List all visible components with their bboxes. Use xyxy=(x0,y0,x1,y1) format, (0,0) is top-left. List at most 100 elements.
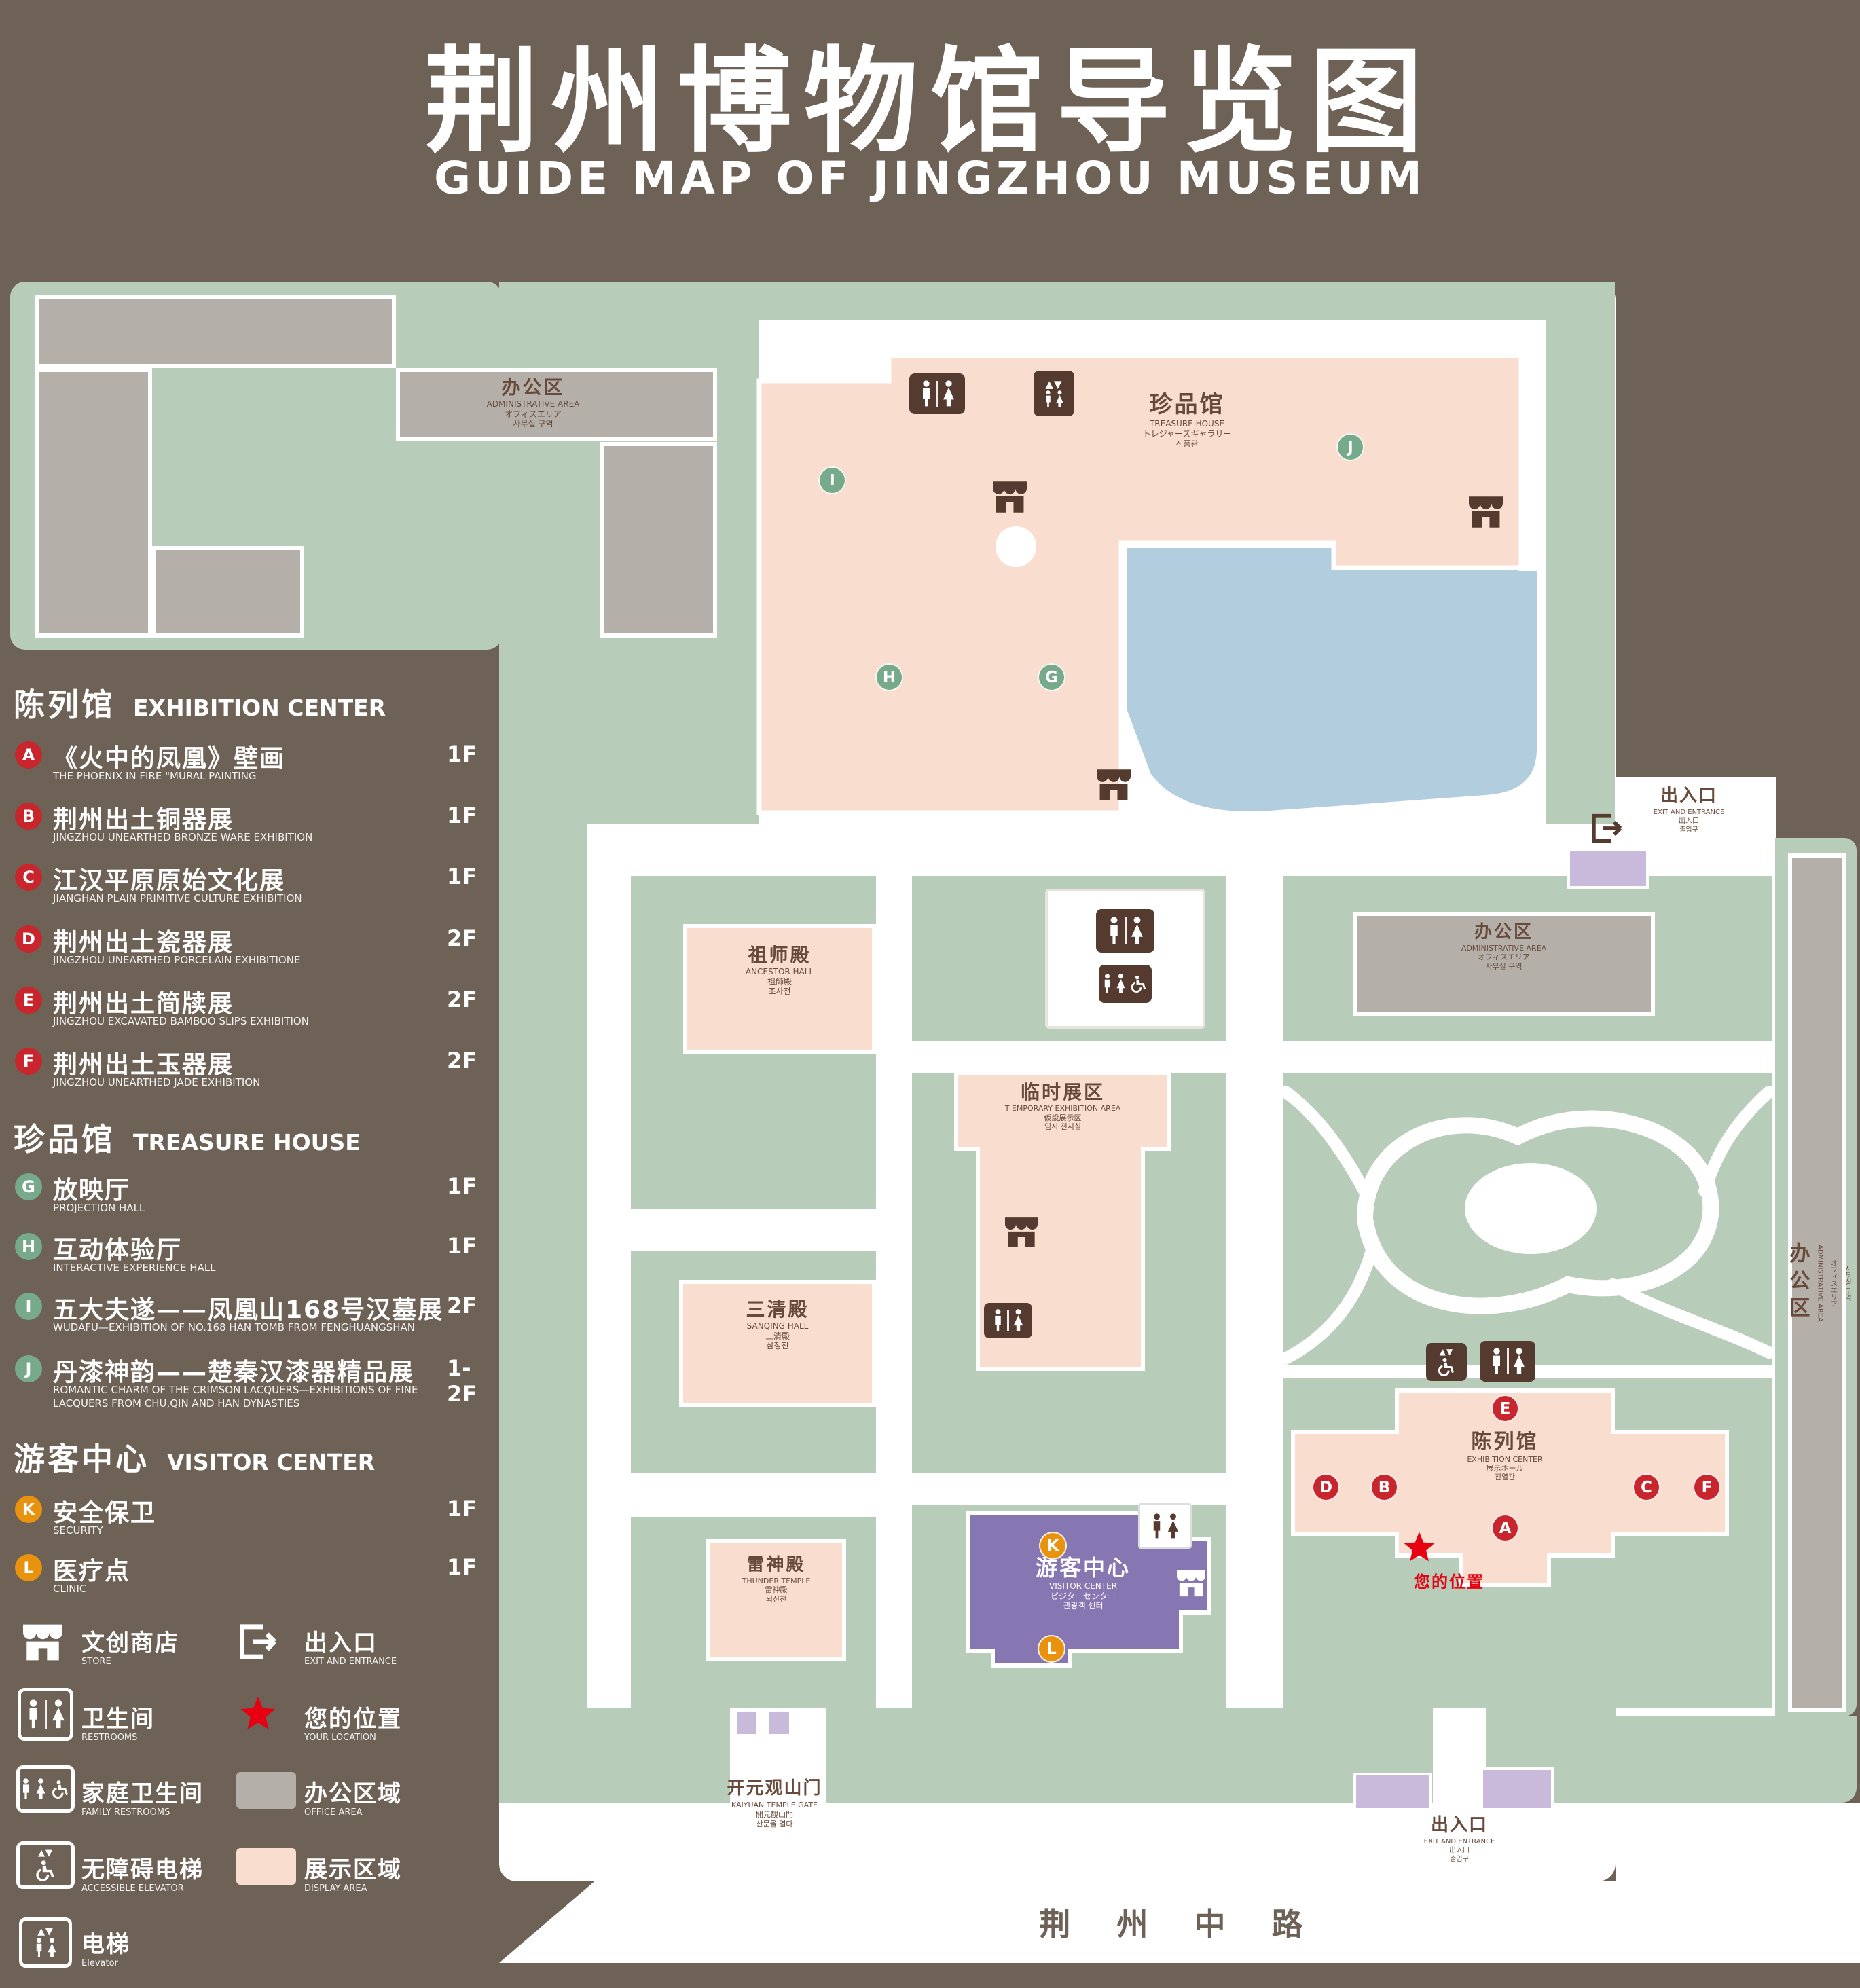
display-area-swatch xyxy=(236,1848,296,1885)
building-entrance-south-1 xyxy=(1353,1773,1432,1811)
ancestor-hall-label: 祖师殿 ANCESTOR HALL 祖師殿 조사전 xyxy=(745,944,814,997)
legend-marker-b: B xyxy=(15,803,42,830)
legend-symbol-office-area: 办公区域 xyxy=(304,1780,402,1807)
divider xyxy=(44,1700,47,1729)
legend-marker-h: H xyxy=(15,1233,42,1260)
legend-marker-j: J xyxy=(15,1355,42,1382)
divider xyxy=(936,381,938,407)
elevator-icon: ▲▼ xyxy=(1034,371,1074,416)
legend-marker-e: E xyxy=(15,987,42,1014)
building-ancestor-hall xyxy=(683,924,876,1054)
legend-marker-c: C xyxy=(15,864,42,891)
zone-south-band-mid xyxy=(826,1708,1433,1803)
family-restrooms-icon xyxy=(16,1765,75,1813)
elevator-icon: ▲▼ xyxy=(19,1917,72,1968)
marker-i: I xyxy=(818,466,846,494)
legend-section-exhibition-center: 陈列馆 EXHIBITION CENTER xyxy=(14,686,386,723)
building-admin-nw xyxy=(35,295,396,368)
admin-far-east-label: 办公区 ADMINISTRATIVE AREA オフィスエリア 사무실 구역 xyxy=(1785,1242,1851,1324)
pond xyxy=(1123,544,1541,816)
marker-l: L xyxy=(1038,1635,1065,1663)
restrooms-icon xyxy=(909,373,965,414)
accessible-elevator-icon: ▲▼ xyxy=(1426,1343,1467,1381)
exit-south-label: 出入口 EXIT AND ENTRANCE 出入口 출입구 xyxy=(1423,1815,1495,1863)
building-gate-kiosk-2 xyxy=(767,1709,792,1737)
page-subtitle: GUIDE MAP OF JINGZHOU MUSEUM xyxy=(434,152,1426,204)
admin-nw-label: 办公区 ADMINISTRATIVE AREA オフィスエリア 사무실 구역 xyxy=(486,376,580,429)
treasure-plaza-circle xyxy=(996,526,1036,567)
zone-southeast xyxy=(1616,1716,1857,1803)
temporary-exhibition-label: 临时展区 T EMPORARY EXHIBITION AREA 仮設展示区 임시… xyxy=(1004,1081,1121,1131)
sanqing-hall-label: 三清殿 SANQING HALL 三清殿 삼청전 xyxy=(746,1298,809,1351)
legend-symbol-store: 文创商店 xyxy=(81,1630,179,1657)
building-admin-nw xyxy=(152,546,304,638)
thunder-temple-label: 雷神殿 THUNDER TEMPLE 雷神殿 뇌신전 xyxy=(742,1555,811,1604)
building-admin-nw xyxy=(35,368,152,638)
zone-north-strip xyxy=(759,282,1615,320)
location-star-icon xyxy=(1403,1530,1436,1563)
marker-b: B xyxy=(1370,1473,1398,1501)
location-star-icon xyxy=(239,1695,277,1731)
marker-h: H xyxy=(875,663,903,691)
family-restrooms-icon xyxy=(1099,965,1152,1003)
restrooms-icon xyxy=(1096,909,1154,953)
marker-j: J xyxy=(1336,433,1364,461)
admin-east-label: 办公区 ADMINISTRATIVE AREA オフィスエリア 사무실 구역 xyxy=(1461,922,1547,971)
accessible-elevator-icon: ▲▼ xyxy=(16,1841,75,1889)
building-entrance-south-2 xyxy=(1480,1767,1554,1811)
legend-section-visitor-center: 游客中心 VISITOR CENTER xyxy=(14,1441,376,1477)
visitor-center-label: 游客中心 VISITOR CENTER ビジターセンター 관광객 센터 xyxy=(1035,1555,1131,1611)
legend-marker-i: I xyxy=(15,1293,42,1320)
legend-marker-a: A xyxy=(15,741,42,769)
building-gate-kiosk-1 xyxy=(734,1709,759,1737)
divider xyxy=(1007,1310,1009,1331)
exhibition-center-label: 陈列馆 EXHIBITION CENTER 展示ホール 진열관 xyxy=(1467,1430,1543,1482)
building-entrance-east xyxy=(1567,848,1649,889)
gate-label: 开元观山门 KAIYUAN TEMPLE GATE 開元観山門 산문을 열다 xyxy=(727,1778,822,1829)
garden-paths xyxy=(1283,1086,1772,1365)
your-location-label: 您的位置 xyxy=(1414,1572,1484,1591)
marker-a: A xyxy=(1491,1514,1519,1542)
building-exhibition-center xyxy=(1291,1388,1729,1587)
marker-e: E xyxy=(1491,1395,1519,1422)
marker-d: D xyxy=(1312,1473,1340,1501)
building-admin-east xyxy=(1353,912,1655,1016)
legend-symbol-elevator: 电梯 xyxy=(81,1931,130,1958)
marker-c: C xyxy=(1633,1473,1660,1501)
legend-marker-f: F xyxy=(15,1048,42,1075)
store-icon xyxy=(1003,1216,1040,1249)
building-thunder-temple xyxy=(706,1539,846,1661)
legend-section-treasure-house: 珍品馆 TREASURE HOUSE xyxy=(14,1121,361,1158)
road-label: 荆 州 中 路 xyxy=(1039,1906,1321,1943)
office-area-swatch xyxy=(236,1772,296,1809)
building-temporary-exhibition xyxy=(954,1071,1171,1371)
store-icon xyxy=(20,1623,65,1662)
legend-symbol-display-area: 展示区域 xyxy=(304,1856,402,1883)
road: 荆 州 中 路 xyxy=(499,1881,1860,1963)
store-icon xyxy=(1175,1569,1207,1598)
building-admin-nw xyxy=(396,368,717,441)
legend-marker-l: L xyxy=(15,1554,42,1581)
store-icon xyxy=(1467,495,1505,529)
legend-marker-g: G xyxy=(15,1173,42,1200)
treasure-house-label: 珍品馆 TREASURE HOUSE トレジャーズギャラリー 진품관 xyxy=(1142,391,1232,449)
legend-symbol-exit: 出入口 xyxy=(304,1630,378,1657)
zone-south-band-west xyxy=(499,1708,730,1803)
zone-north-east-strip xyxy=(1546,320,1615,824)
legend-marker-d: D xyxy=(15,925,42,953)
divider xyxy=(1506,1348,1509,1374)
legend-symbol-restrooms: 卫生间 xyxy=(81,1706,155,1733)
marker-g: G xyxy=(1038,663,1065,691)
building-admin-far-east xyxy=(1788,853,1846,1712)
zone-west-strip xyxy=(499,824,587,1708)
restrooms-icon xyxy=(18,1688,73,1741)
legend-symbol-your-location: 您的位置 xyxy=(304,1706,402,1733)
restrooms-icon xyxy=(984,1303,1032,1338)
divider xyxy=(1124,917,1127,944)
building-restroom-visitor xyxy=(1138,1503,1192,1549)
exit-icon xyxy=(1590,813,1625,844)
exit-icon xyxy=(238,1623,280,1661)
exit-east-label: 出入口 EXIT AND ENTRANCE 出入口 출입구 xyxy=(1653,786,1725,834)
building-admin-nw xyxy=(600,442,717,638)
legend-symbol-accessible-elevator: 无障碍电梯 xyxy=(81,1856,204,1883)
